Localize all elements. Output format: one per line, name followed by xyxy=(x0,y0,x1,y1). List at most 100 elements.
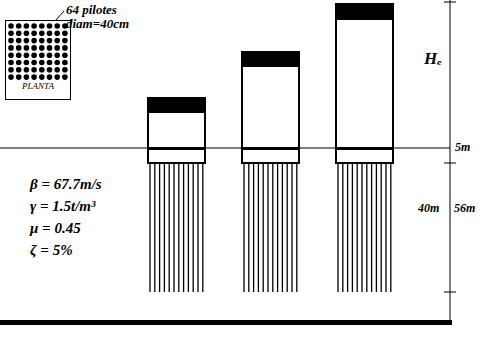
pile-dot xyxy=(62,60,68,66)
callout-text: 64 pilotes diam=40cm xyxy=(66,3,166,32)
pile-dot xyxy=(54,74,60,80)
pile-dot xyxy=(54,67,60,73)
pile-dot xyxy=(54,60,60,66)
pile-dot xyxy=(47,60,53,66)
pile xyxy=(272,163,273,292)
pile-dot xyxy=(62,31,68,37)
pile xyxy=(173,163,174,292)
pile-dot xyxy=(24,52,30,58)
pile-dot xyxy=(62,52,68,58)
parameter-text: μ = 0.45 xyxy=(30,220,81,237)
pile-dot xyxy=(54,38,60,44)
pile xyxy=(178,163,179,292)
pile xyxy=(337,163,338,292)
pile-dot xyxy=(47,67,53,73)
pile xyxy=(282,163,283,292)
roof-mass xyxy=(241,51,300,66)
pile xyxy=(188,163,189,292)
pile xyxy=(277,163,278,292)
pile-dot xyxy=(16,74,22,80)
pile-dot xyxy=(47,45,53,51)
pile-dot xyxy=(39,74,45,80)
parameter-text: β = 67.7m/s xyxy=(30,176,102,193)
pile-dot xyxy=(8,38,14,44)
pile-dot xyxy=(16,31,22,37)
pile-dot xyxy=(54,45,60,51)
pile xyxy=(366,163,367,292)
pile xyxy=(371,163,372,292)
pile-dot xyxy=(47,31,53,37)
pile-dot xyxy=(8,23,14,29)
pile xyxy=(376,163,377,292)
bedrock xyxy=(0,320,452,325)
dimension-label: 56m xyxy=(454,202,475,215)
pile-dot xyxy=(47,38,53,44)
parameter-text: ζ = 5% xyxy=(30,242,73,259)
pile-dot xyxy=(31,38,37,44)
pile-dot xyxy=(54,31,60,37)
pile-dot xyxy=(8,45,14,51)
pile xyxy=(287,163,288,292)
pile xyxy=(159,163,160,292)
pile xyxy=(193,163,194,292)
pile xyxy=(202,163,203,292)
pile-dot xyxy=(8,67,14,73)
pile-dot xyxy=(24,31,30,37)
dimension-tick xyxy=(444,292,456,293)
pile xyxy=(390,163,391,292)
pile-dot xyxy=(54,23,60,29)
pile-dot xyxy=(47,23,53,29)
basement xyxy=(336,149,393,163)
dimension-tick xyxy=(444,2,456,3)
pile-dot xyxy=(16,52,22,58)
pile-dot xyxy=(54,52,60,58)
pile-dot xyxy=(62,67,68,73)
pile-dot xyxy=(39,38,45,44)
pile xyxy=(296,163,297,292)
basement xyxy=(242,149,299,163)
pile xyxy=(169,163,170,292)
pile xyxy=(385,163,386,292)
pile-dot xyxy=(39,67,45,73)
roof-mass xyxy=(335,3,394,19)
spacer xyxy=(6,21,70,81)
dimension-label: 40m xyxy=(418,202,439,215)
building-body xyxy=(336,19,393,148)
pile-dot xyxy=(31,60,37,66)
pile xyxy=(267,163,268,292)
pile xyxy=(248,163,249,292)
pile-dot xyxy=(16,45,22,51)
pile-dot xyxy=(8,60,14,66)
pile-dot xyxy=(62,38,68,44)
pile-dot xyxy=(24,74,30,80)
pile-grid xyxy=(6,21,70,83)
pile xyxy=(357,163,358,292)
plan-view: PLANTA xyxy=(5,20,71,100)
pile xyxy=(352,163,353,292)
building-body xyxy=(242,66,299,148)
pile-dot xyxy=(16,60,22,66)
pile-dot xyxy=(31,74,37,80)
pile-dot xyxy=(39,45,45,51)
dimension-tick xyxy=(444,163,456,164)
pile-dot xyxy=(24,38,30,44)
pile-dot xyxy=(24,60,30,66)
pile xyxy=(347,163,348,292)
pile-dot xyxy=(62,45,68,51)
pile-dot xyxy=(24,23,30,29)
pile xyxy=(381,163,382,292)
pile-dot xyxy=(31,31,37,37)
pile-dot xyxy=(16,67,22,73)
pile xyxy=(164,163,165,292)
pile-dot xyxy=(8,52,14,58)
pile xyxy=(149,163,150,292)
pile-dot xyxy=(39,60,45,66)
plan-label: PLANTA xyxy=(6,81,70,91)
leader-line xyxy=(56,11,64,20)
pile xyxy=(361,163,362,292)
pile xyxy=(243,163,244,292)
pile-dot xyxy=(39,52,45,58)
pile-dot xyxy=(39,31,45,37)
pile-dot xyxy=(31,67,37,73)
